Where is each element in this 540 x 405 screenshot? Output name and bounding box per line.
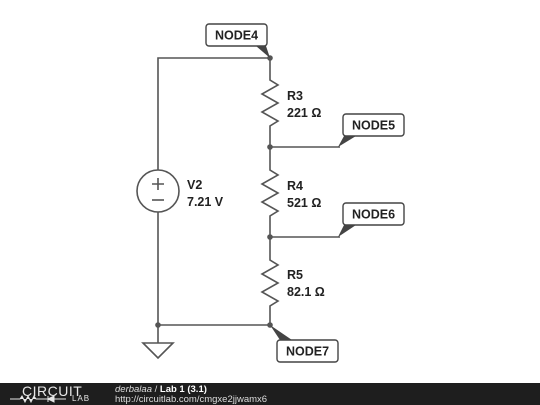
- v2-value: 7.21 V: [187, 195, 224, 209]
- svg-text:NODE7: NODE7: [286, 345, 329, 359]
- r5-name: R5: [287, 268, 303, 282]
- node-tag-node4[interactable]: NODE4: [205, 23, 270, 58]
- footer-separator: /: [154, 384, 158, 395]
- wire-left-top[interactable]: [157, 57, 270, 170]
- voltage-source-v2[interactable]: [136, 169, 180, 213]
- r4-value: 521 Ω: [287, 196, 321, 210]
- plus-icon: [152, 178, 164, 190]
- footer-title[interactable]: Lab 1 (3.1): [159, 384, 207, 395]
- r3-value: 221 Ω: [287, 106, 321, 120]
- footer-url[interactable]: http://circuitlab.com/cmgxe2jjwamx6: [115, 394, 268, 405]
- r4-name: R4: [287, 179, 303, 193]
- footer-project-line: derbalaa / Lab 1 (3.1): [115, 384, 207, 395]
- node-tag-node6[interactable]: NODE6: [338, 202, 405, 237]
- footer-bar: CIRCUIT LAB derbalaa / Lab 1 (3.1) http:…: [0, 383, 540, 405]
- schematic-canvas: R3 221 Ω R4 521 Ω R5 82.1 Ω V2 7.21 V NO…: [136, 23, 405, 363]
- ground-icon[interactable]: [141, 342, 175, 360]
- resistor-r3[interactable]: [260, 75, 280, 128]
- logo-text-top: CIRCUIT: [22, 383, 83, 399]
- resistor-logo-icon: [10, 395, 66, 403]
- resistor-r5[interactable]: [260, 255, 280, 308]
- svg-text:NODE4: NODE4: [215, 29, 258, 43]
- resistor-r4[interactable]: [260, 165, 280, 218]
- junction-node6: [267, 234, 273, 240]
- junction-node5: [267, 144, 273, 150]
- footer-user[interactable]: derbalaa: [115, 384, 152, 395]
- junction-ground: [155, 322, 161, 328]
- svg-text:NODE5: NODE5: [352, 119, 395, 133]
- r3-name: R3: [287, 89, 303, 103]
- svg-text:NODE6: NODE6: [352, 208, 395, 222]
- node-tag-node7[interactable]: NODE7: [270, 325, 339, 363]
- node-tag-node5[interactable]: NODE5: [338, 113, 405, 147]
- circuitlab-logo[interactable]: CIRCUIT LAB: [4, 383, 104, 405]
- logo-text-bottom: LAB: [72, 394, 91, 403]
- r5-value: 82.1 Ω: [287, 285, 325, 299]
- v2-name: V2: [187, 178, 202, 192]
